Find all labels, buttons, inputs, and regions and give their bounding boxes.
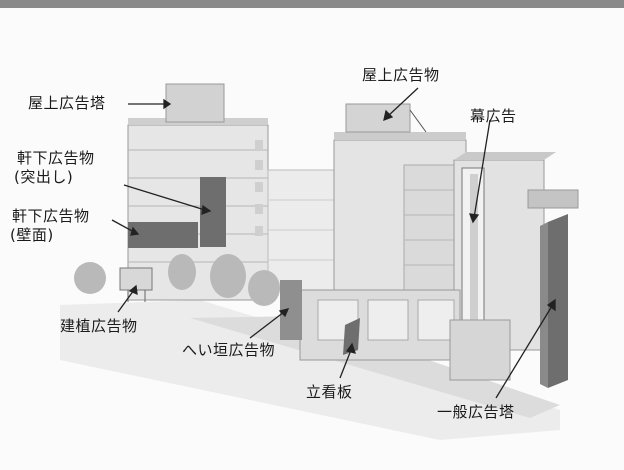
sidewalk (190, 316, 560, 418)
right-building (453, 152, 579, 388)
label-ground-standing: 建植広告物 (60, 317, 138, 335)
label-fence: へい垣広告物 (182, 341, 276, 359)
label-general-tower: 一般広告塔 (437, 403, 515, 421)
fence-sign (280, 280, 302, 340)
top-border (0, 0, 624, 8)
rooftop-tower-sign (165, 83, 225, 123)
street-ground (60, 300, 560, 440)
leader-lines (111, 87, 556, 399)
wall-eave-sign (128, 222, 198, 248)
label-curtain: 幕広告 (470, 107, 517, 125)
trees (74, 254, 280, 306)
label-standing-board: 立看板 (306, 383, 353, 401)
label-eave-wall-sub: (壁面) (10, 226, 54, 244)
general-ad-tower (548, 214, 568, 388)
center-building (333, 103, 467, 311)
standing-board (343, 318, 360, 355)
label-eave-projecting-sub: (突出し) (14, 168, 74, 186)
label-rooftop-tower: 屋上広告塔 (28, 94, 106, 112)
rooftop-sign (345, 103, 411, 133)
storefronts (280, 280, 511, 381)
label-eave-projecting: 軒下広告物 (17, 149, 95, 167)
label-rooftop-sign: 屋上広告物 (362, 66, 440, 84)
label-eave-wall: 軒下広告物 (12, 207, 90, 225)
